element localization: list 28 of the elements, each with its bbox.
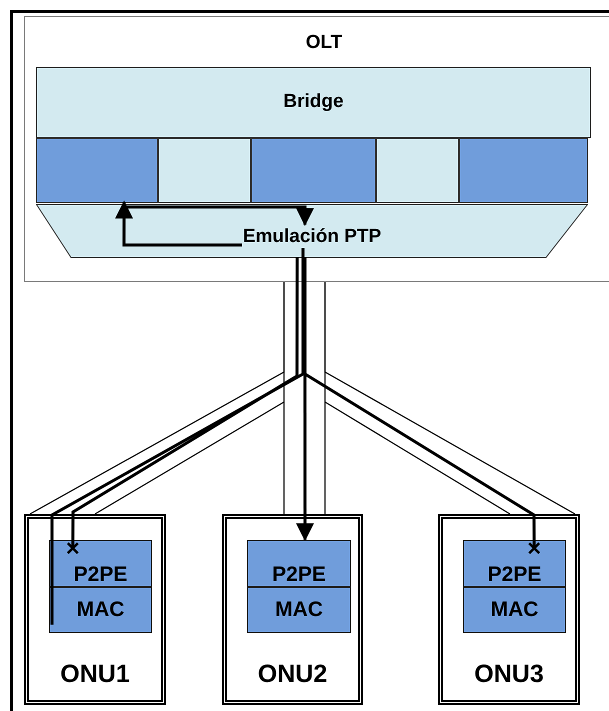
- layer-block: [463, 540, 566, 587]
- block-label: Bridge: [282, 92, 345, 113]
- box-title: ONU1: [59, 660, 131, 688]
- layer-block: [463, 587, 566, 633]
- box-title: ONU3: [473, 660, 545, 688]
- emulation-trapezoid: [36, 204, 588, 258]
- port-box: [459, 138, 588, 203]
- bridge-block: [36, 67, 591, 138]
- block-label: P2PE: [271, 562, 327, 586]
- port-box: [158, 138, 251, 203]
- device-box: [24, 514, 166, 705]
- box-title: ONU2: [256, 660, 328, 688]
- block-label: Emulación PTP: [242, 227, 382, 248]
- fiber-link: [283, 281, 326, 515]
- layer-block: [49, 540, 152, 587]
- box-title: OLT: [304, 33, 344, 54]
- port-box: [36, 138, 158, 203]
- port-box: [376, 138, 459, 203]
- block-label: P2PE: [72, 562, 128, 586]
- device-box: [222, 514, 363, 705]
- device-box: [438, 514, 580, 705]
- port-box: [251, 138, 376, 203]
- layer-block: [247, 540, 351, 587]
- layer-block: [49, 587, 152, 633]
- fiber-link: [324, 281, 576, 515]
- layer-block: [247, 587, 351, 633]
- block-label: P2PE: [486, 562, 542, 586]
- device-box: [24, 16, 609, 282]
